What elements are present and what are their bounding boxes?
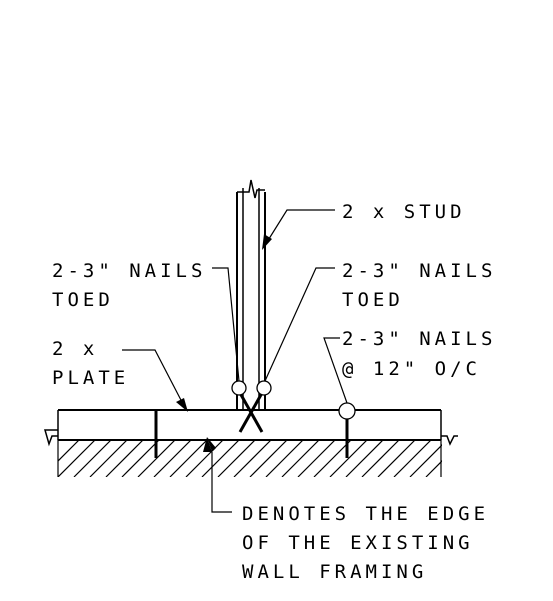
label-plate-line1: 2 x <box>52 338 98 360</box>
leader-nails-toed-left <box>212 267 240 382</box>
leader-nails-toed-right <box>264 267 335 382</box>
label-edge-line2: OF THE EXISTING <box>242 532 474 554</box>
label-nails-spacing-line1: 2-3" NAILS <box>342 328 496 350</box>
label-edge-line1: DENOTES THE EDGE <box>242 503 489 525</box>
leader-stud <box>262 209 335 250</box>
break-symbol-left <box>44 429 58 447</box>
label-nails-toed-right-line1: 2-3" NAILS <box>342 260 496 282</box>
stud <box>236 179 266 410</box>
stud-break-symbol <box>237 179 265 199</box>
label-edge-line3: WALL FRAMING <box>242 561 427 583</box>
leader-nails-spacing <box>323 337 348 404</box>
label-plate-line2: PLATE <box>52 367 129 389</box>
leader-edge <box>203 437 232 513</box>
label-nails-spacing-line2: @ 12" O/C <box>342 358 481 380</box>
label-nails-toed-left-line1: 2-3" NAILS <box>52 260 206 282</box>
leader-plate <box>122 349 188 412</box>
existing-wall-hatch <box>58 440 442 477</box>
toed-nails <box>231 380 272 433</box>
label-nails-toed-left-line2: TOED <box>52 289 114 311</box>
plate-nail-right <box>338 402 356 458</box>
break-symbol-right <box>441 435 458 446</box>
label-stud: 2 x STUD <box>342 201 466 223</box>
label-nails-toed-right-line2: TOED <box>342 289 404 311</box>
